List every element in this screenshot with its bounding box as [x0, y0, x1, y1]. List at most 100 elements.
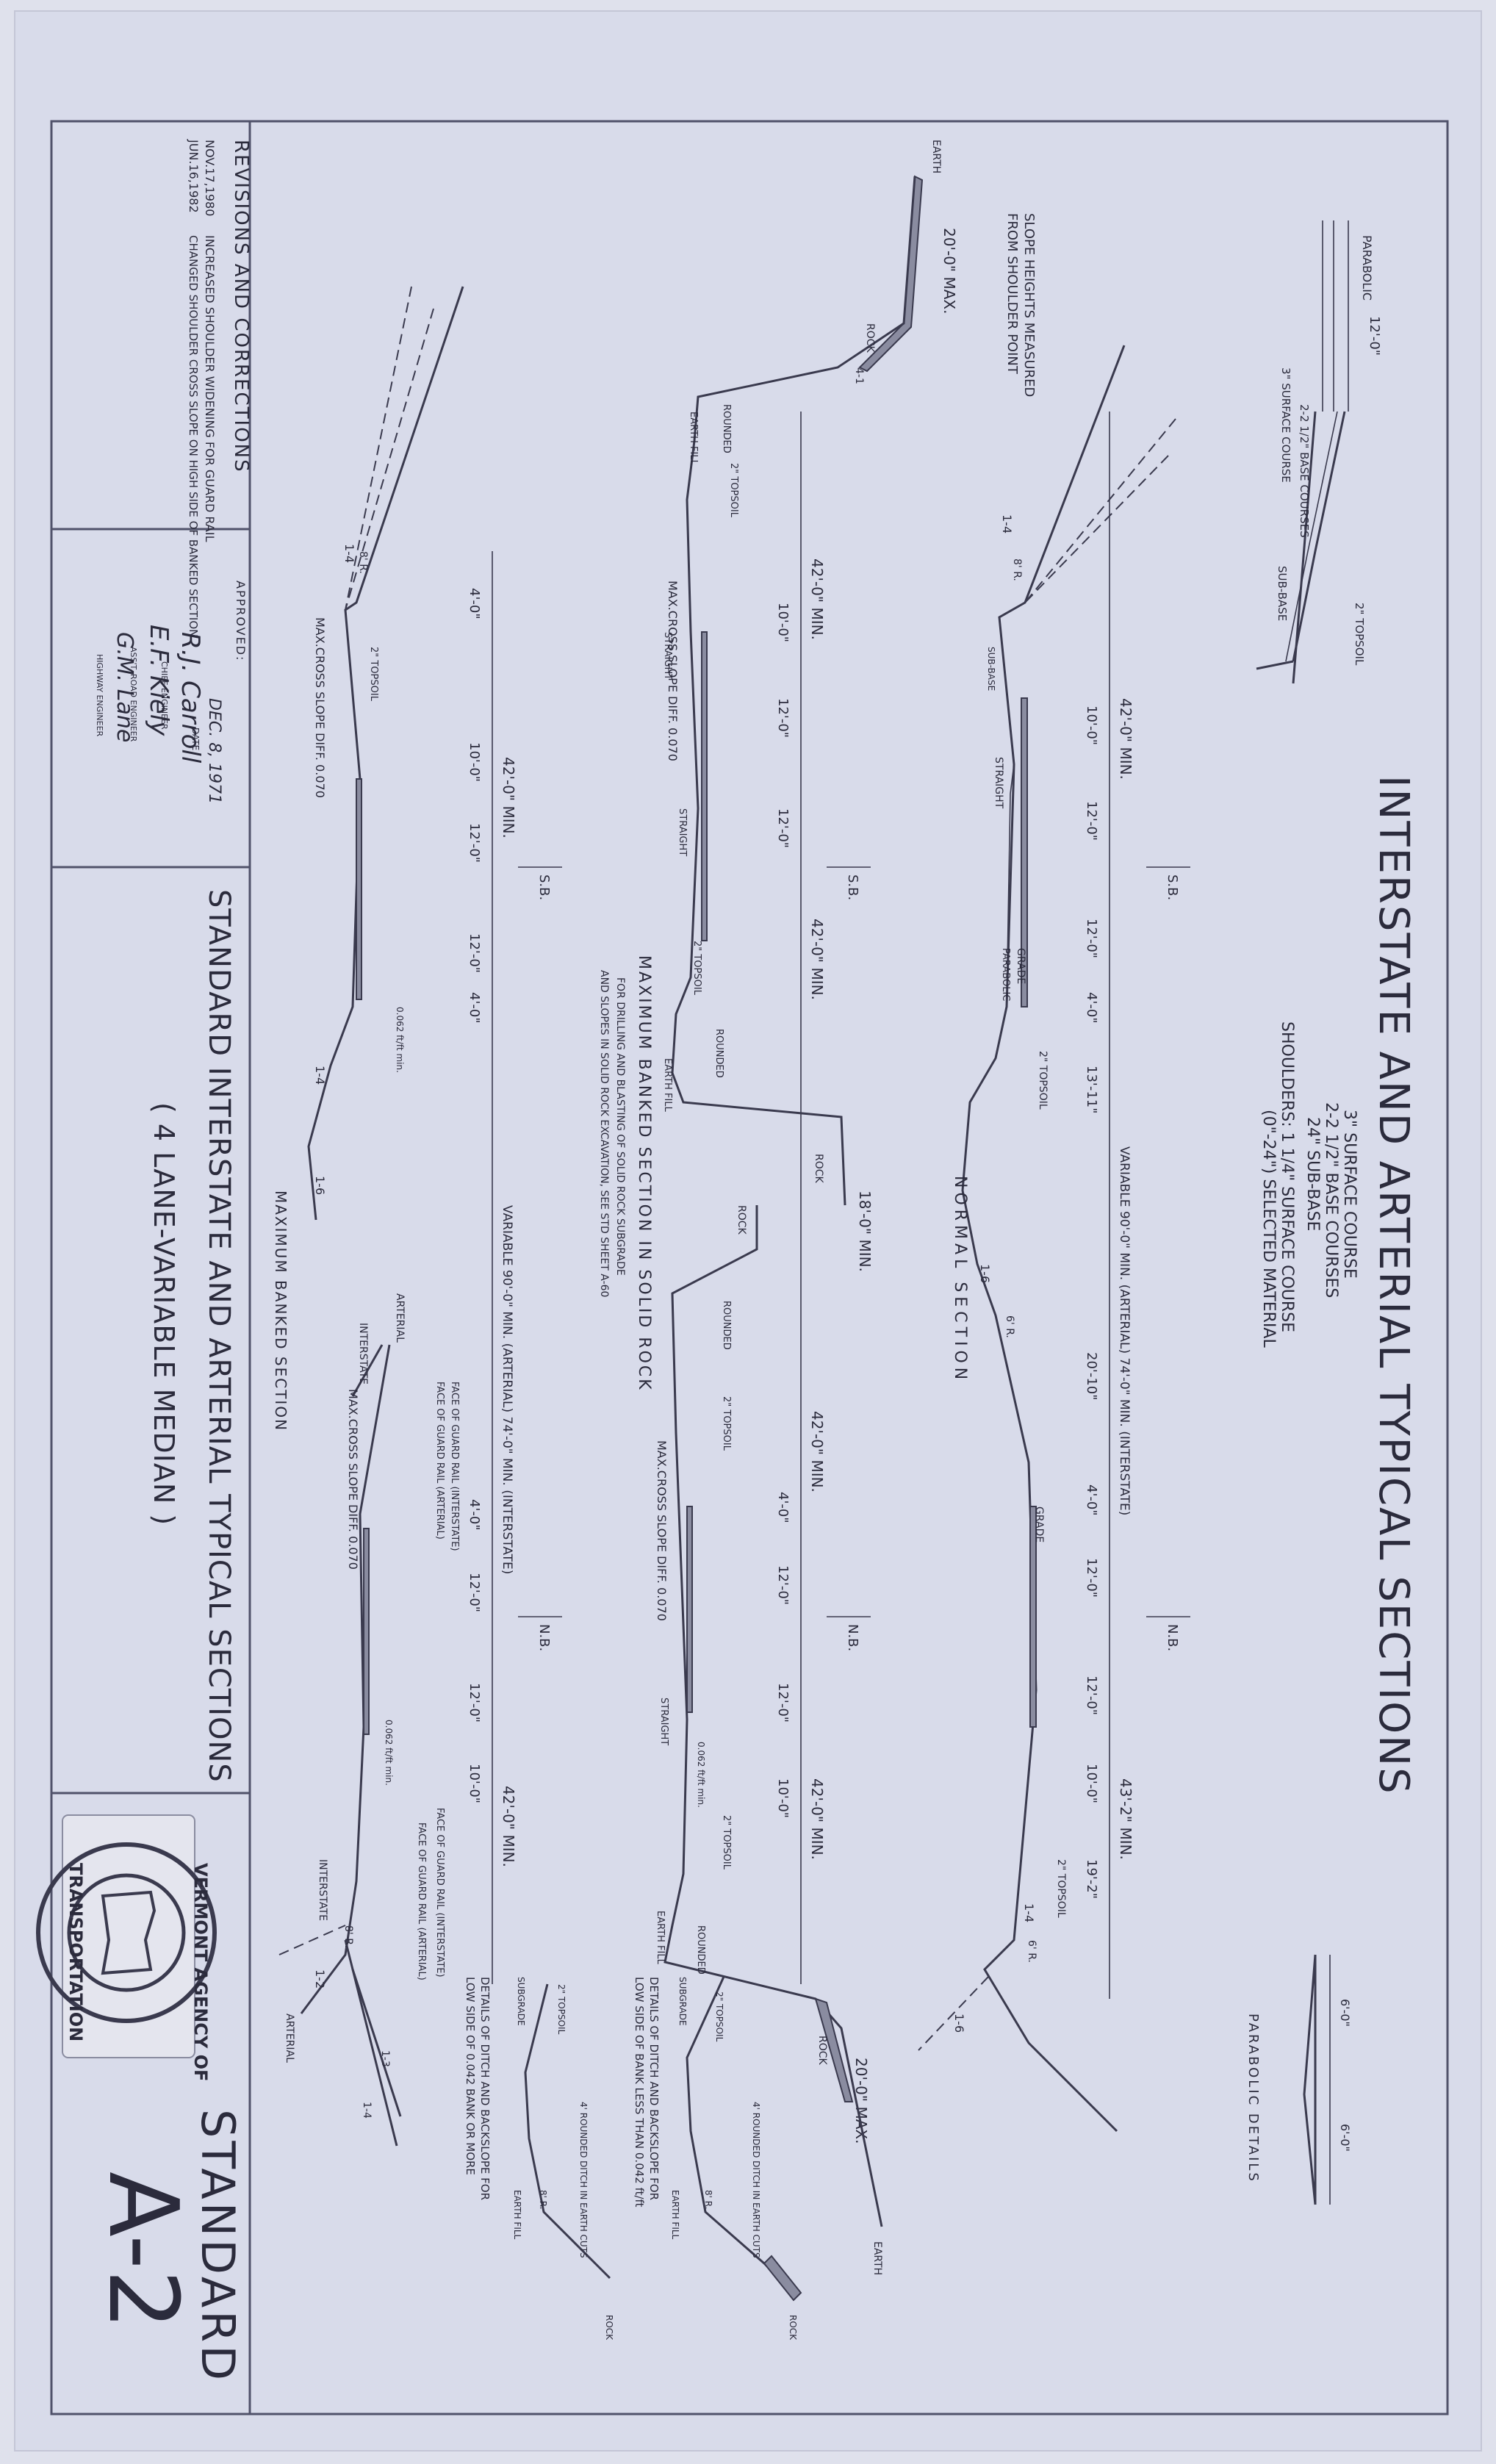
svg-text:1-3: 1-3 [379, 2050, 391, 2067]
svg-text:1-4: 1-4 [342, 544, 356, 563]
svg-text:2" TOPSOIL: 2" TOPSOIL [721, 1815, 732, 1870]
svg-text:MAX.CROSS SLOPE DIFF. 0.070: MAX.CROSS SLOPE DIFF. 0.070 [666, 581, 680, 761]
svg-text:0.062 ft/ft min.: 0.062 ft/ft min. [696, 1742, 706, 1808]
svg-text:8' R.: 8' R. [703, 2190, 713, 2209]
svg-text:MAX.CROSS SLOPE DIFF. 0.070: MAX.CROSS SLOPE DIFF. 0.070 [655, 1440, 669, 1621]
parabolic-detail-top: PARABOLIC 12'-0" 2-2 1/2" BASE COURSES 3… [1256, 220, 1382, 684]
svg-text:STRAIGHT: STRAIGHT [662, 632, 673, 680]
svg-text:SHOULDERS: 1 1/4" SURFACE COUR: SHOULDERS: 1 1/4" SURFACE COURSE [1278, 1021, 1296, 1332]
dim-label: 12'-0" [1084, 1675, 1099, 1715]
svg-text:2" TOPSOIL: 2" TOPSOIL [1037, 1051, 1049, 1110]
svg-text:1-6: 1-6 [313, 1176, 327, 1195]
slope-note: SLOPE HEIGHTS MEASURED [1021, 213, 1037, 397]
pavement-notes: 3" SURFACE COURSE 2-2 1/2" BASE COURSES … [1259, 1021, 1359, 1348]
revision-date: NOV.17,1980 [203, 140, 217, 216]
dim-label: 12'-0" [1084, 919, 1099, 958]
svg-text:FACE OF GUARD RAIL (INTERSTATE: FACE OF GUARD RAIL (INTERSTATE) [449, 1382, 460, 1551]
normal-section: 42'-0" MIN. 10'-0" 12'-0" 12'-0" 4'-0" 1… [918, 345, 1180, 2133]
sheet-title: STANDARD INTERSTATE AND ARTERIAL TYPICAL… [202, 889, 236, 1783]
svg-text:4' ROUNDED DITCH IN EARTH CUTS: 4' ROUNDED DITCH IN EARTH CUTS [578, 2102, 589, 2258]
svg-text:STRAIGHT: STRAIGHT [677, 808, 688, 856]
svg-text:SUB-BASE: SUB-BASE [1276, 566, 1289, 621]
dim-label: VARIABLE 90'-0" MIN. (ARTERIAL) 74'-0" M… [1117, 1146, 1132, 1515]
svg-text:N.B.: N.B. [536, 1624, 552, 1651]
svg-text:STRAIGHT: STRAIGHT [993, 757, 1004, 809]
svg-text:PARABOLIC: PARABOLIC [1000, 948, 1011, 1001]
svg-text:2" TOPSOIL: 2" TOPSOIL [1353, 603, 1366, 666]
svg-text:8' R.: 8' R. [357, 551, 369, 574]
svg-text:1-4: 1-4 [1000, 514, 1014, 534]
seal-text: VERMONT AGENCY OF [190, 1863, 211, 2081]
ditch-note: DETAILS OF DITCH AND BACKSLOPE FOR [647, 1977, 661, 2200]
banked-section: 42'-0" MIN. 4'-0" 10'-0" 12'-0" 12'-0" 4… [272, 286, 552, 2147]
svg-text:12'-0": 12'-0" [467, 1573, 482, 1612]
parabolic-detail: 6'-0" 6'-0" PARABOLIC DETAILS [1245, 1954, 1352, 2205]
svg-text:GRADE: GRADE [1033, 1506, 1045, 1542]
standard-label: STANDARD [191, 2109, 245, 2383]
signature-title: CHIEF ENGINEER [159, 661, 169, 730]
svg-text:3" SURFACE COURSE: 3" SURFACE COURSE [1279, 367, 1292, 483]
revision-text: CHANGED SHOULDER CROSS SLOPE ON HIGH SID… [187, 235, 200, 637]
svg-text:10'-0": 10'-0" [775, 1778, 791, 1818]
svg-text:ROUNDED: ROUNDED [721, 1301, 732, 1350]
svg-text:ARTERIAL: ARTERIAL [394, 1293, 406, 1343]
dim-label: 43'-2" MIN. [1117, 1778, 1134, 1860]
svg-text:N.B.: N.B. [1165, 1624, 1180, 1651]
svg-text:4'-0": 4'-0" [467, 588, 482, 619]
svg-text:1-2: 1-2 [313, 1969, 327, 1989]
svg-text:2" TOPSOIL: 2" TOPSOIL [691, 941, 702, 996]
svg-text:1-6: 1-6 [952, 2014, 966, 2033]
ditch-note: LOW SIDE OF 0.042 BANK OR MORE [464, 1977, 477, 2175]
svg-text:FACE OF GUARD RAIL (ARTERIAL): FACE OF GUARD RAIL (ARTERIAL) [434, 1382, 445, 1540]
revisions-block: REVISIONS AND CORRECTIONS NOV.17,1980 IN… [187, 139, 252, 637]
svg-text:1-4: 1-4 [1022, 1903, 1036, 1922]
svg-text:INTERSTATE: INTERSTATE [357, 1323, 369, 1384]
svg-text:ROCK: ROCK [788, 2315, 798, 2341]
dim-label: 13'-11" [1084, 1066, 1099, 1114]
svg-text:10'-0": 10'-0" [775, 603, 791, 642]
signature: E.F. Kiely [144, 625, 173, 736]
dim-label: 12'-0" [1084, 1558, 1099, 1598]
svg-text:GRADE: GRADE [1015, 948, 1026, 984]
svg-text:42'-0" MIN.: 42'-0" MIN. [500, 1786, 517, 1867]
svg-text:8' R.: 8' R. [342, 1925, 354, 1948]
section-title: MAXIMUM BANKED SECTION [272, 1190, 290, 1432]
dim-label: 10'-0" [1084, 1764, 1099, 1803]
svg-text:SUBGRADE: SUBGRADE [516, 1977, 526, 2026]
svg-text:12'-0": 12'-0" [775, 698, 791, 738]
svg-text:8' R.: 8' R. [538, 2190, 548, 2209]
svg-text:ROUNDED: ROUNDED [713, 1029, 724, 1078]
vermont-map-icon [101, 1890, 157, 1975]
svg-text:6' R.: 6' R. [1026, 1940, 1038, 1963]
svg-text:N.B.: N.B. [845, 1624, 860, 1651]
approval-date: DEC. 8, 1971 [205, 698, 223, 804]
svg-text:12'-0": 12'-0" [467, 1683, 482, 1723]
svg-text:2-2 1/2" BASE COURSES: 2-2 1/2" BASE COURSES [1322, 1102, 1340, 1298]
svg-text:2" TOPSOIL: 2" TOPSOIL [1055, 1859, 1067, 1918]
svg-text:2" TOPSOIL: 2" TOPSOIL [728, 463, 739, 518]
svg-text:6' R.: 6' R. [1004, 1315, 1015, 1338]
svg-text:4'-0": 4'-0" [467, 1499, 482, 1531]
svg-text:4'-0": 4'-0" [775, 1492, 791, 1523]
svg-text:20'-0" MAX.: 20'-0" MAX. [941, 228, 958, 314]
svg-text:2-2 1/2" BASE COURSES: 2-2 1/2" BASE COURSES [1298, 404, 1311, 538]
centerline-markers [518, 866, 1190, 1617]
svg-text:24" SUB-BASE: 24" SUB-BASE [1303, 1117, 1322, 1231]
svg-text:42'-0" MIN.: 42'-0" MIN. [808, 1411, 826, 1493]
section-title: MAXIMUM BANKED SECTION IN SOLID ROCK [635, 955, 653, 1392]
svg-text:EARTH FILL: EARTH FILL [688, 412, 699, 466]
svg-text:ROCK: ROCK [813, 1154, 824, 1184]
svg-text:EARTH FILL: EARTH FILL [655, 1911, 666, 1965]
svg-text:VARIABLE 90'-0" MIN. (ARTERIAL: VARIABLE 90'-0" MIN. (ARTERIAL) 74'-0" M… [500, 1205, 514, 1574]
svg-text:EARTH FILL: EARTH FILL [670, 2190, 680, 2240]
sheet-title-block: STANDARD INTERSTATE AND ARTERIAL TYPICAL… [148, 889, 236, 1783]
svg-text:(0"-24") SELECTED MATERIAL: (0"-24") SELECTED MATERIAL [1259, 1110, 1278, 1348]
slope-note: FROM SHOULDER POINT [1004, 213, 1020, 375]
sheet-subtitle: ( 4 LANE-VARIABLE MEDIAN ) [148, 1102, 180, 1526]
svg-text:2" TOPSOIL: 2" TOPSOIL [368, 647, 379, 702]
svg-text:2" TOPSOIL: 2" TOPSOIL [556, 1984, 567, 2035]
seal-text: TRANSPORTATION [65, 1863, 86, 2041]
svg-text:ROCK: ROCK [736, 1205, 747, 1235]
svg-text:EARTH: EARTH [871, 2241, 883, 2275]
